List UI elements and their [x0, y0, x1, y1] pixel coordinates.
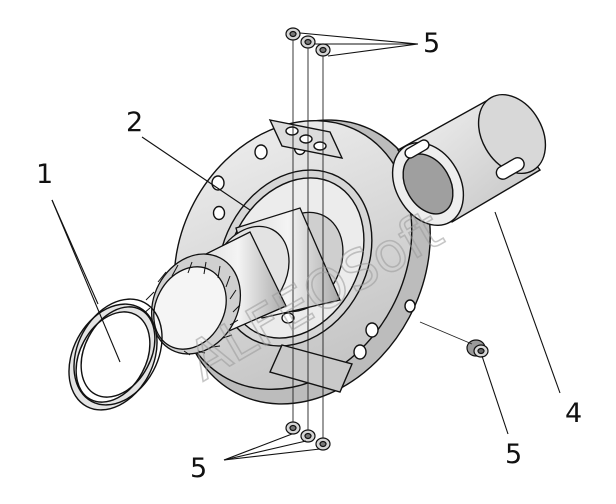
set-screw-right [466, 339, 489, 358]
callout-1: 1 [36, 159, 53, 190]
set-screws-bottom [285, 421, 331, 451]
callout-4: 4 [565, 398, 582, 429]
callout-5-bottom: 5 [190, 453, 207, 484]
callout-5-right: 5 [505, 439, 522, 470]
assembly-axis-lines [292, 40, 473, 438]
set-screws-top [285, 27, 331, 57]
retaining-ring-part-1 [68, 298, 163, 411]
callout-5-top: 5 [423, 28, 440, 59]
hub-shaft [142, 207, 344, 356]
callout-2: 2 [126, 107, 143, 138]
leader-lines [51, 32, 561, 461]
sleeve-part-4 [391, 93, 547, 227]
